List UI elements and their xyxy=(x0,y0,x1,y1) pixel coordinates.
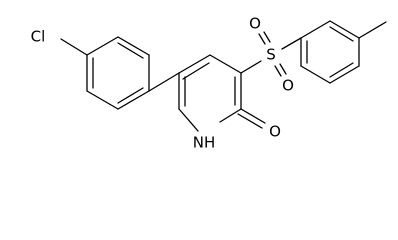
bond xyxy=(240,60,262,74)
methyl-bond xyxy=(358,21,387,39)
bond xyxy=(300,20,331,39)
double-bond-inner xyxy=(182,62,210,80)
chlorophenyl-ring xyxy=(86,36,150,110)
pyridinone-ring xyxy=(178,54,242,132)
double-bond-inner xyxy=(117,87,144,104)
bond xyxy=(329,20,360,39)
sulfonyl-oxygen-lower-label: O xyxy=(282,77,294,95)
molecule-drawing: Cl NH O S O O xyxy=(31,15,387,152)
bond xyxy=(86,36,119,56)
bond xyxy=(117,36,150,56)
double-bond-inner xyxy=(329,62,354,78)
double-bond-inner xyxy=(329,26,354,42)
sulfur-label: S xyxy=(266,46,276,64)
bond xyxy=(281,37,302,50)
bond xyxy=(86,90,119,110)
double-bond xyxy=(258,33,266,45)
double-bond xyxy=(279,63,287,75)
carbonyl-oxygen-label: O xyxy=(269,123,281,141)
bond xyxy=(329,65,360,84)
bond xyxy=(209,54,242,74)
tolyl-ring xyxy=(300,20,360,84)
sulfonyl-oxygen-upper-label: O xyxy=(249,15,261,33)
bond xyxy=(178,54,211,74)
bond xyxy=(300,65,331,84)
chlorine-label: Cl xyxy=(31,28,46,46)
double-bond xyxy=(237,113,263,129)
double-bond xyxy=(240,108,266,124)
bond xyxy=(178,108,199,132)
double-bond xyxy=(263,31,271,43)
bond xyxy=(219,108,242,123)
structure-diagram: Cl NH O S O O xyxy=(31,15,387,152)
bond xyxy=(117,90,150,110)
nh-label: NH xyxy=(193,134,216,152)
double-bond-inner xyxy=(117,42,144,59)
double-bond xyxy=(274,65,282,77)
bond xyxy=(60,38,88,56)
bond xyxy=(148,72,180,92)
